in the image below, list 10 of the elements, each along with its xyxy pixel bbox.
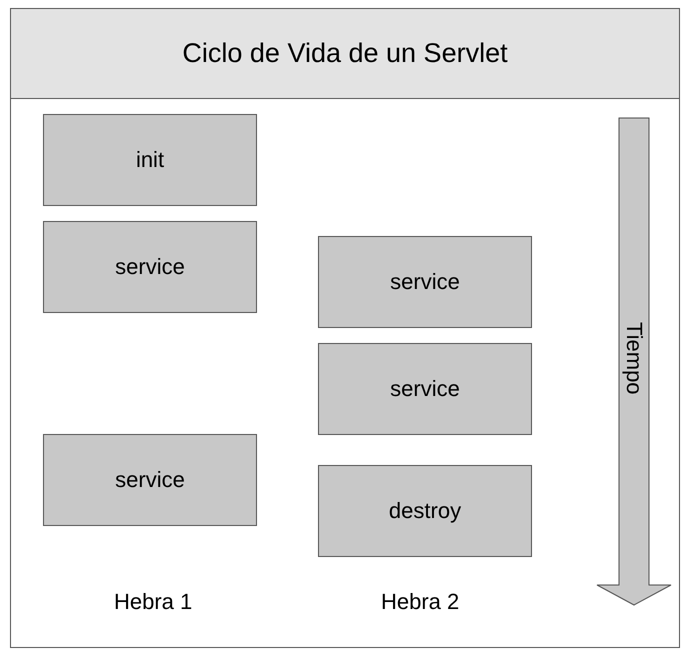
process-box: service xyxy=(318,343,532,435)
process-box: service xyxy=(43,221,257,313)
thread-label: Hebra 2 xyxy=(381,589,460,615)
time-label: Tiempo xyxy=(621,322,647,395)
process-box: init xyxy=(43,114,257,206)
title-text: Ciclo de Vida de un Servlet xyxy=(182,38,508,69)
process-box: service xyxy=(43,434,257,526)
process-box: destroy xyxy=(318,465,532,557)
process-box: service xyxy=(318,236,532,328)
thread-label: Hebra 1 xyxy=(114,589,192,615)
